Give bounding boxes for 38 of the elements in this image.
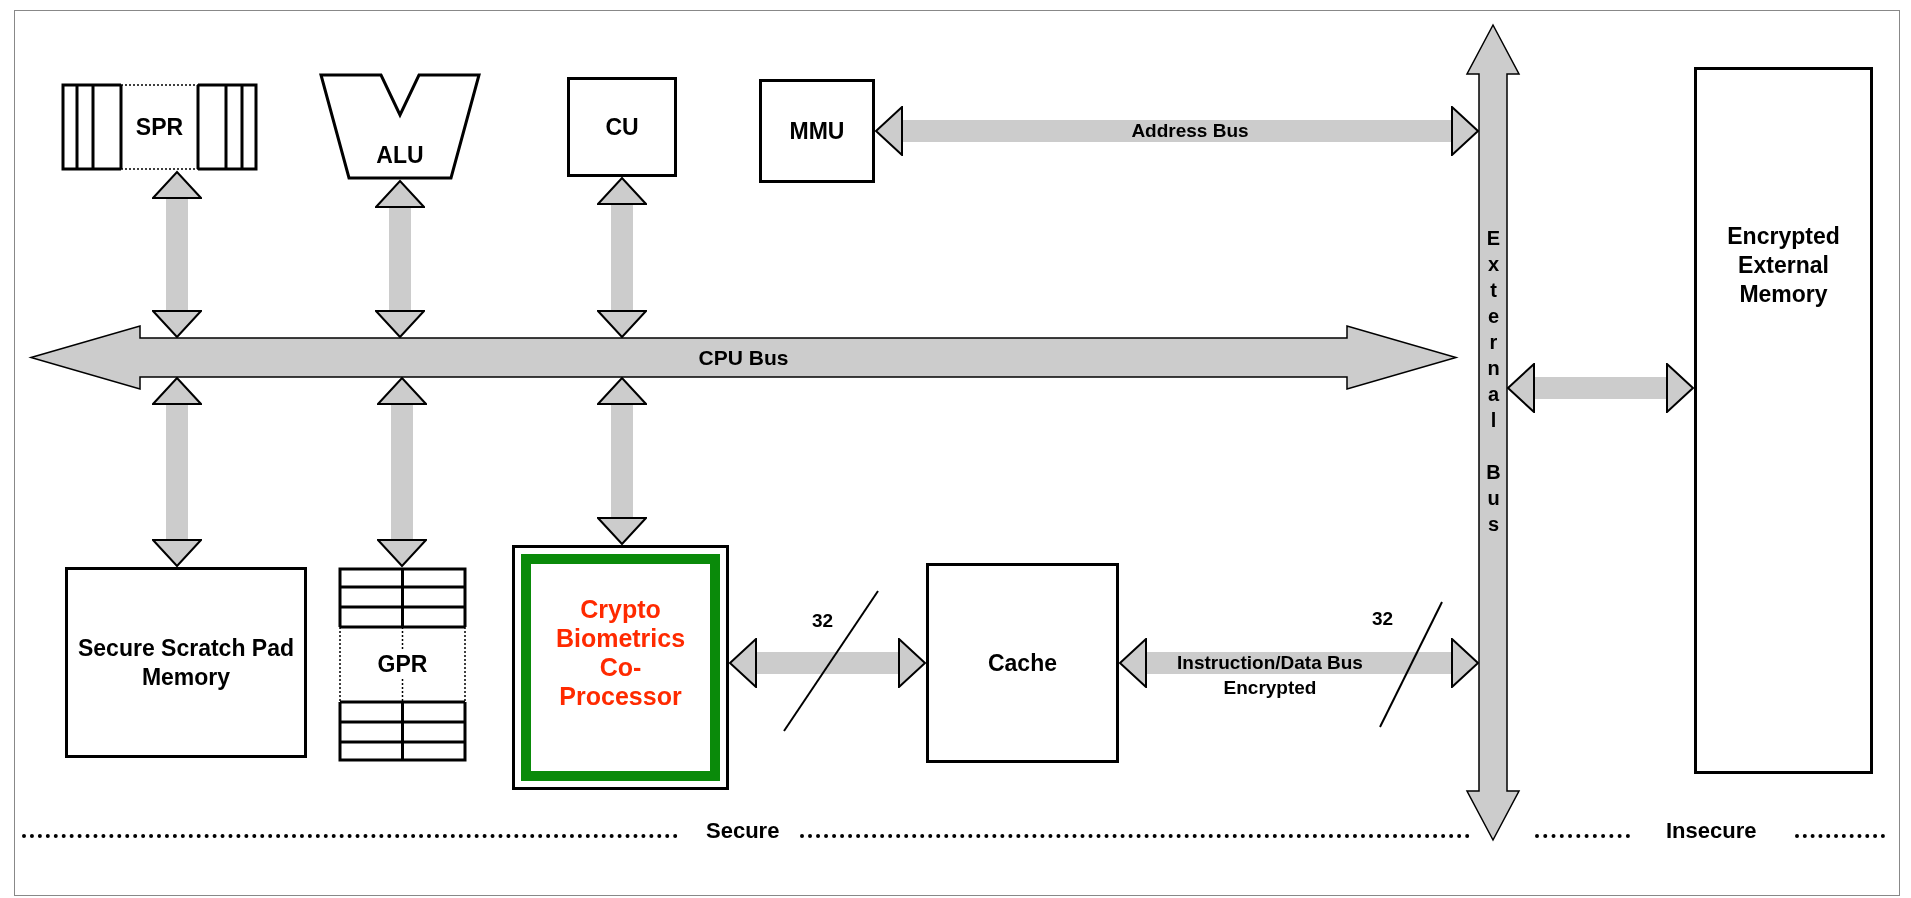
node-label: Crypto Biometrics Co-Processor	[554, 594, 687, 711]
node-label: GPR	[377, 650, 428, 679]
double-arrow	[375, 180, 425, 338]
double-arrow	[875, 106, 1479, 156]
double-arrow	[597, 377, 647, 545]
cache-box	[926, 563, 1119, 763]
memory-box	[65, 567, 307, 758]
edge-label: Instruction/Data Bus Encrypted	[1176, 651, 1364, 700]
node-label: Cache	[987, 648, 1057, 678]
edge-label: Address Bus	[1130, 119, 1250, 143]
alu-trapezoid	[319, 73, 481, 180]
bus-width-label: 32	[1372, 607, 1394, 631]
bus-arrow	[1466, 24, 1520, 841]
double-arrow	[597, 177, 647, 338]
memory-box	[1694, 67, 1873, 774]
double-arrow	[1507, 363, 1694, 413]
double-arrow	[152, 171, 202, 338]
unit-box	[759, 79, 875, 183]
node-label: MMU	[789, 116, 845, 146]
register-block	[338, 567, 467, 762]
zone-label: Insecure	[1666, 818, 1757, 843]
unit-box	[567, 77, 677, 177]
double-arrow	[729, 638, 926, 688]
node-label: Secure Scratch Pad Memory	[76, 633, 296, 692]
node-label: ALU	[376, 141, 424, 170]
node-label: CU	[605, 112, 639, 142]
node-label: CPU Bus	[698, 345, 789, 371]
register-block	[61, 83, 258, 171]
zone-label: Secure	[706, 818, 780, 843]
coprocessor-box	[512, 545, 729, 790]
node-label: Encrypted External Memory	[1726, 222, 1841, 309]
double-arrow	[1119, 638, 1479, 688]
node-label: External Bus	[1481, 226, 1506, 539]
double-arrow	[377, 377, 427, 567]
node-label: SPR	[135, 112, 184, 142]
double-arrow	[152, 377, 202, 567]
bus-width-label: 32	[812, 609, 834, 633]
bus-arrow	[30, 325, 1457, 390]
